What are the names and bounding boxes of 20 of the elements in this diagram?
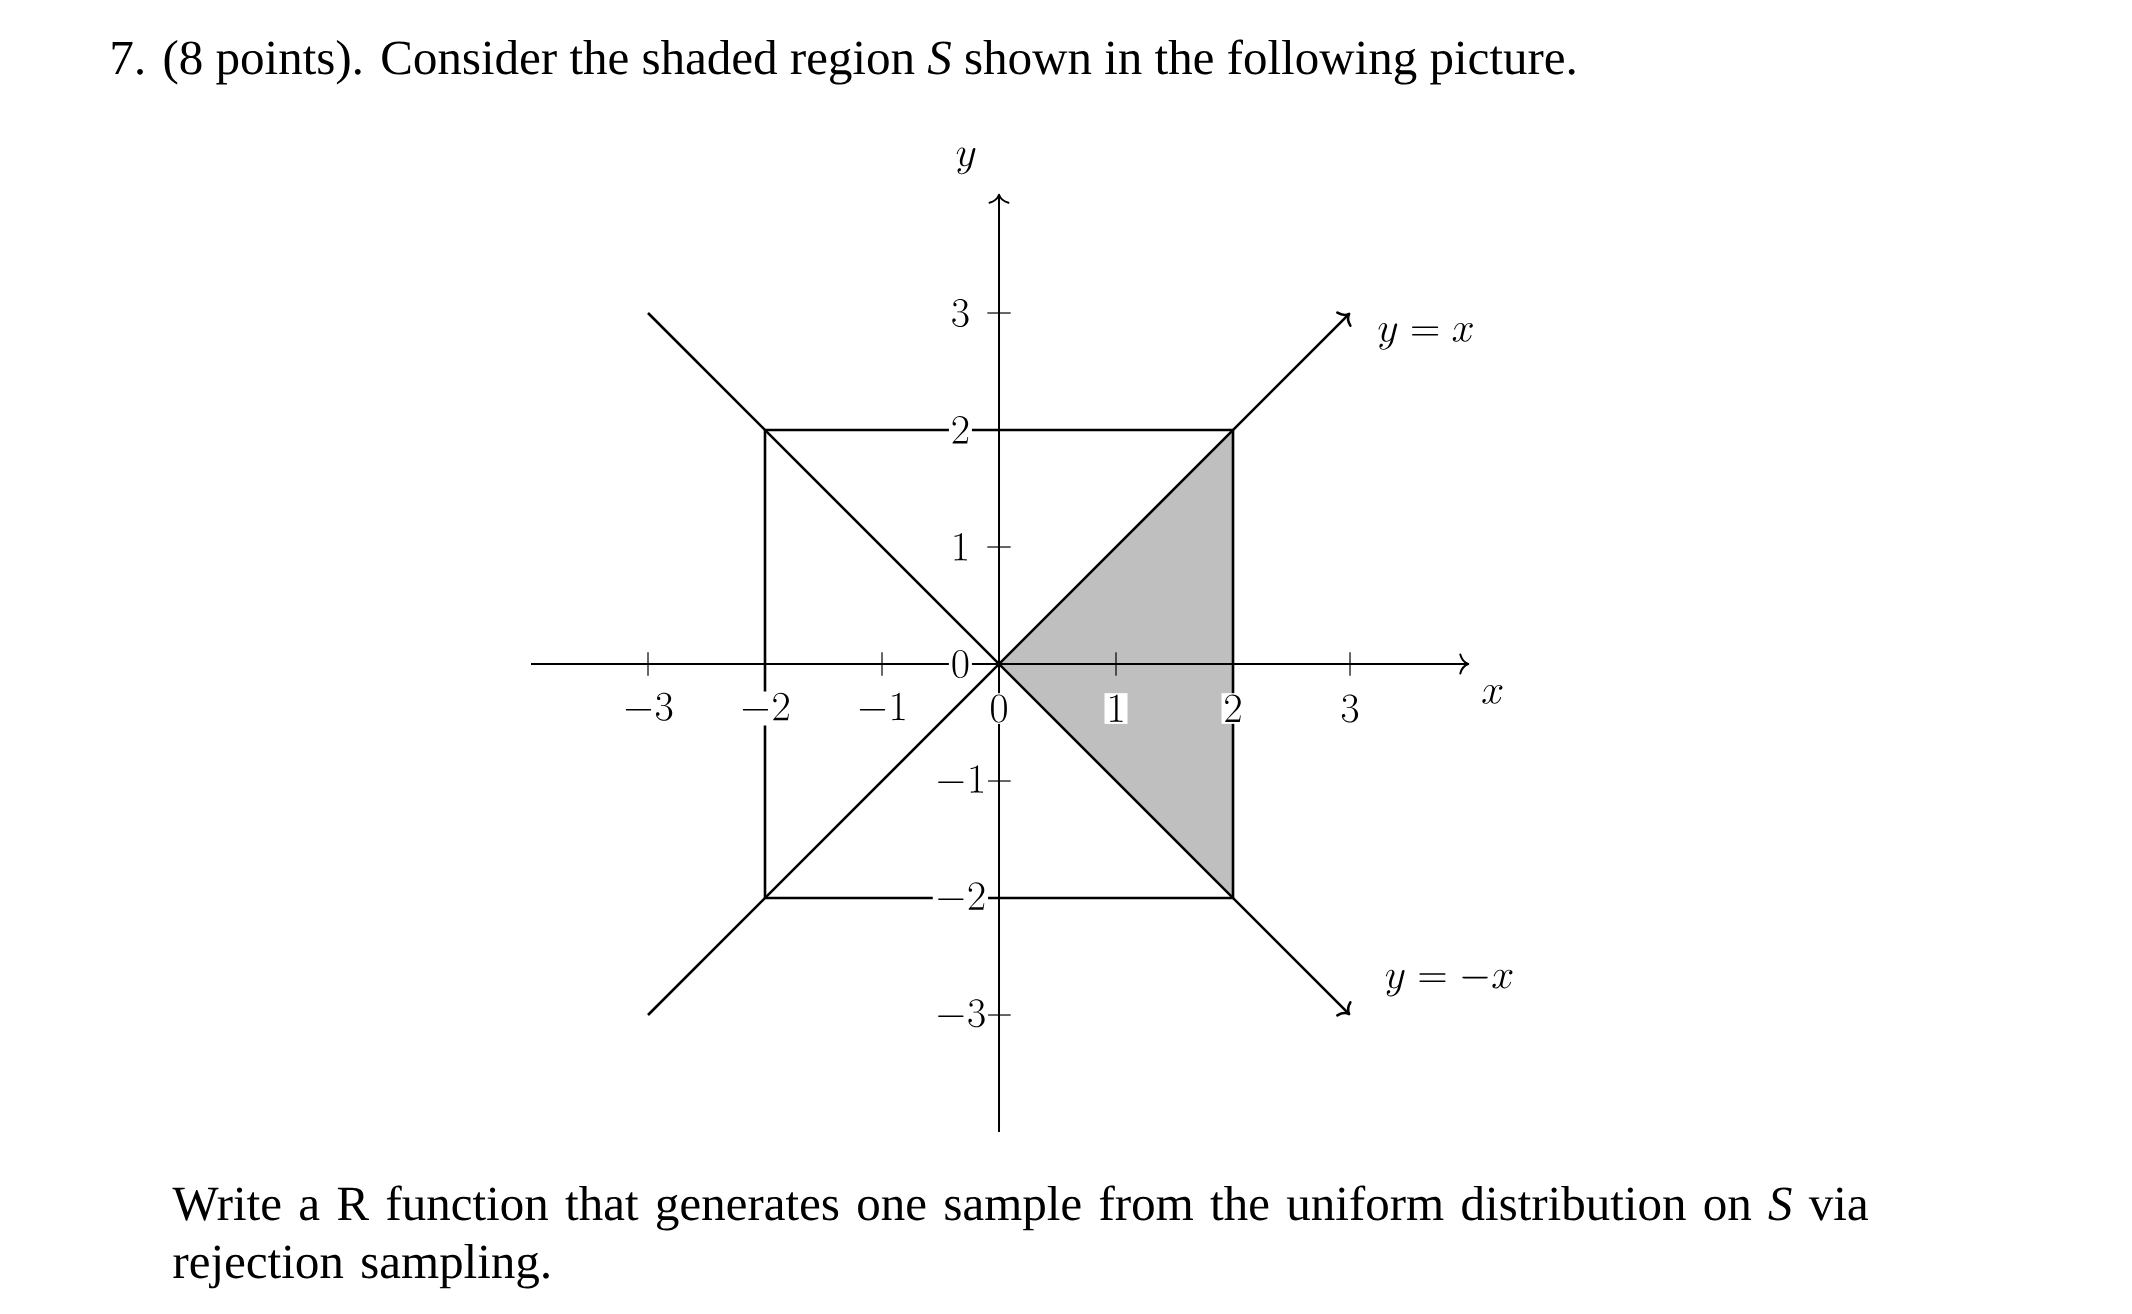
axis-label: $x$ bbox=[1479, 683, 1507, 706]
axis-label: $2$ bbox=[948, 414, 972, 446]
axis-label: $-3$ bbox=[620, 691, 676, 726]
axis-label: $y = x$ bbox=[1375, 321, 1477, 352]
axis-label: $1$ bbox=[948, 531, 972, 563]
axis-label: $y$ bbox=[953, 145, 979, 176]
axis-label: $0$ bbox=[987, 693, 1011, 724]
axis-label: $-2$ bbox=[737, 691, 793, 726]
question-title: 7. (8 points). Consider the shaded region S shown in the following picture. bbox=[112, 39, 1575, 85]
axis-label: $-1$ bbox=[854, 691, 910, 726]
axis-label: $-3$ bbox=[932, 997, 989, 1033]
axis-label: $3$ bbox=[948, 297, 972, 329]
axis-label: $-1$ bbox=[932, 763, 989, 799]
axis-label: $3$ bbox=[1338, 693, 1362, 724]
axis-label: $2$ bbox=[1221, 693, 1245, 724]
axis-label: $0$ bbox=[948, 648, 972, 680]
question-text: Write a R function that generates one sample from the uniform distribution on S via rejection sampling. bbox=[172, 1185, 1868, 1289]
axis-label: $1$ bbox=[1104, 693, 1128, 724]
axis-label: $-2$ bbox=[932, 880, 989, 916]
axis-label: $y = -x$ bbox=[1382, 961, 1517, 999]
